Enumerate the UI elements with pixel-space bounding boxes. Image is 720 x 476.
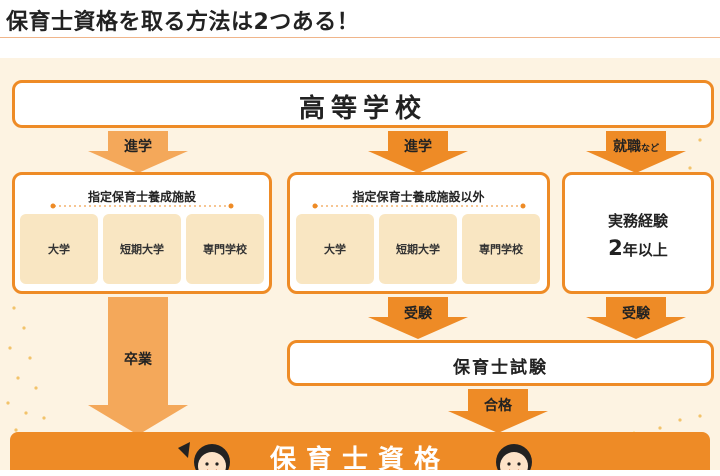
childcare-exam-box [287, 340, 714, 386]
arrow-graduate: 卒業 [88, 297, 188, 435]
qualification-label: 保育士資格 [269, 445, 450, 475]
childcare-exam-label: 保育士試験 [453, 358, 548, 378]
arrow-advance-left: 進学 [88, 131, 188, 173]
employment-suffix: など [640, 144, 659, 154]
non-designated-item-university: 大学 [296, 214, 374, 284]
designated-item-vocational-school: 専門学校 [186, 214, 264, 284]
arrow-label-pass: 合格 [484, 398, 512, 414]
non-designated-facility-title: 指定保育士養成施設以外 [352, 190, 485, 204]
designated-item-junior-college: 短期大学 [103, 214, 181, 284]
non-designated-item-vocational-school: 専門学校 [462, 214, 540, 284]
arrow-label-exam-mid: 受験 [404, 306, 432, 322]
child-face-right-icon [496, 444, 532, 470]
non-designated-item-junior-college: 短期大学 [379, 214, 457, 284]
designated-item-university: 大学 [20, 214, 98, 284]
arrow-exam-mid: 受験 [368, 297, 468, 339]
designated-facility-title: 指定保育士養成施設 [87, 190, 196, 204]
work-experience-years: 2年以上 [562, 236, 714, 260]
work-experience-box [562, 172, 714, 294]
employment-text: 就職 [612, 139, 641, 155]
arrow-pass: 合格 [448, 389, 548, 433]
arrow-advance-mid: 進学 [368, 131, 468, 173]
high-school-label: 高等学校 [298, 94, 427, 124]
work-experience-label: 実務経験 [607, 212, 668, 230]
qualification-bar [10, 432, 710, 470]
work-experience-years-number: 2 [608, 236, 623, 260]
arrow-label-employment: 就職など [586, 136, 686, 156]
page-heading: 保育士資格を取る方法は2つある！ [6, 10, 360, 35]
arrow-label-advance-mid: 進学 [404, 139, 432, 155]
work-experience-years-unit: 年以上 [622, 241, 668, 259]
heading-divider [0, 37, 720, 38]
arrow-employment: 就職など [586, 131, 686, 173]
high-school-box [12, 80, 714, 128]
child-face-left-icon [178, 442, 230, 470]
arrow-label-exam-right: 受験 [622, 306, 650, 322]
designated-dotted-divider [50, 203, 234, 209]
arrow-label-graduate: 卒業 [124, 352, 152, 368]
arrow-exam-right: 受験 [586, 297, 686, 339]
arrow-label-advance-left: 進学 [124, 139, 152, 155]
non-designated-dotted-divider [312, 203, 526, 209]
